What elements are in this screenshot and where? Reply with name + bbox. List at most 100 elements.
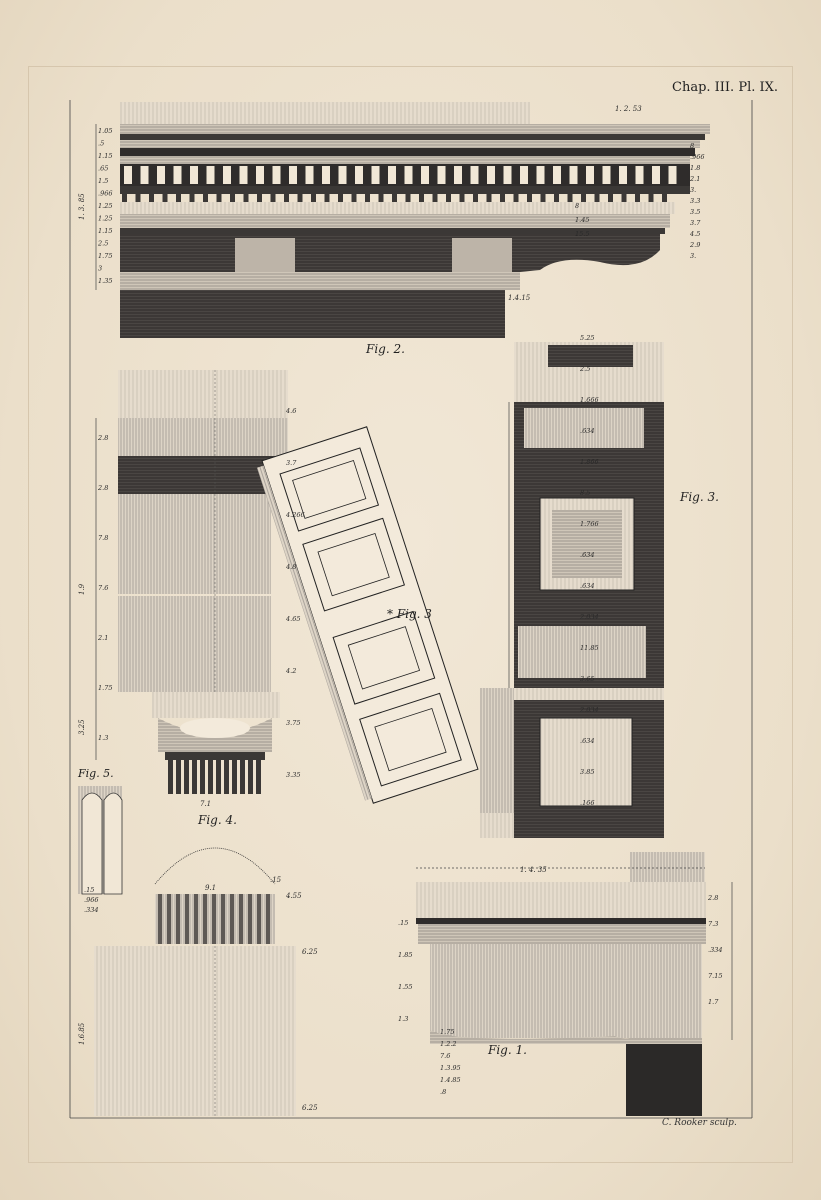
dim-fig4-right-2: 4.266 xyxy=(285,511,305,519)
dim-fig4-left-2: 7.8 xyxy=(98,534,108,542)
fig3-right-caption: Fig. 3. xyxy=(680,490,719,504)
frame-lines xyxy=(69,100,753,1119)
fig1-caption: Fig. 1. xyxy=(488,1043,527,1057)
fig4-caption: Fig. 4. xyxy=(198,813,237,827)
dim-fig3-dims-1: 2.5 xyxy=(579,365,590,373)
dim-fig4-inner: 7.1 xyxy=(200,800,211,808)
dentil-row xyxy=(120,164,690,186)
dim-fig1-right-2: .334 xyxy=(708,946,722,954)
dim-fig4-subtotal: 3.25 xyxy=(78,719,86,735)
dim-fig4-right-0: 4.6 xyxy=(285,407,296,415)
dim-fig2-left-4: 1.5 xyxy=(98,177,108,185)
dim-fig3-dims-4: 1.866 xyxy=(580,458,599,466)
dim-fig2-bottom: 1.4.15 xyxy=(508,294,531,302)
dim-fig2-inner-0: 8 xyxy=(575,202,579,210)
dim-fig1-left-0: .15 xyxy=(398,919,408,927)
dim-fig5-dims-2: .15 xyxy=(84,886,94,894)
dim-fig2-right-10: 3. xyxy=(690,252,696,260)
dim-fig1-bottom-2: 7.6 xyxy=(440,1052,450,1060)
dim-fig2-top: 1. 2. 53 xyxy=(615,105,642,113)
dim-fig5-dims-0: .334 xyxy=(84,906,98,914)
capital-flutes xyxy=(168,760,261,794)
dim-fig2-left-2: 1.15 xyxy=(98,152,112,160)
dim-fig1-top: 1. 4. 35 xyxy=(520,866,547,874)
dim-fig3-dims-11: 3.65 xyxy=(580,675,594,683)
dim-fig3-dims-0: 5.25 xyxy=(580,334,594,342)
dim-fig3-dims-15: .166 xyxy=(580,799,594,807)
dim-fig3-dims-5: 8.5 xyxy=(580,489,590,497)
dim-fig3-dims-10: 11.85 xyxy=(580,644,599,652)
dim-fig2-left-8: 1.15 xyxy=(98,227,112,235)
dim-fig5-dims-1: .966 xyxy=(84,896,98,904)
dim-base-a: 6.25 xyxy=(302,948,318,956)
fig2-caption: Fig. 2. xyxy=(366,342,405,356)
dim-fig4-left-4: 2.1 xyxy=(97,634,108,642)
dim-fig2-left-11: 3 xyxy=(98,265,102,273)
dim-fig1-bottom-0: 1.75 xyxy=(440,1028,454,1036)
dim-fig3-dims-3: .634 xyxy=(580,427,594,435)
fig1-entablature xyxy=(416,852,733,1116)
dim-base-small: .15 xyxy=(270,876,282,884)
dim-fig1-right-1: 7.3 xyxy=(708,920,718,928)
dim-fig2-right-8: 4.5 xyxy=(689,230,700,238)
fig3-soffit-plan xyxy=(256,426,479,804)
dim-fig2-right-5: 3.3 xyxy=(690,197,700,205)
engraver-credit: C. Rooker sculp. xyxy=(662,1118,737,1128)
dim-fig2-right-2: 1.8 xyxy=(690,164,700,172)
dimension-labels: 1. 2. 53 1. 3. 85 1.4.15 1.9 3.25 7.1 9.… xyxy=(78,105,642,1112)
dim-fig4-right-7: 3.35 xyxy=(286,771,300,779)
dim-fig2-right-9: 2.9 xyxy=(689,241,700,249)
dim-fig1-bottom-5: .8 xyxy=(440,1088,446,1096)
dim-fig3-dims-13: .634 xyxy=(580,737,594,745)
dim-fig2-left-1: .5 xyxy=(98,140,104,148)
dim-fig2-left-6: 1.25 xyxy=(98,202,112,210)
column-flutes xyxy=(158,894,270,944)
dim-fig4-left-0: 2.8 xyxy=(97,434,108,442)
dim-fig2-inner-2: 15.5 xyxy=(575,230,589,238)
dim-fig4-left-1: 2.8 xyxy=(97,484,108,492)
dim-fig2-right-4: 3. xyxy=(690,186,696,194)
dim-fig1-right-3: 7.15 xyxy=(708,972,722,980)
dim-base-h: 4.55 xyxy=(285,892,302,900)
dim-fig1-right-0: 2.8 xyxy=(707,894,718,902)
dim-fig3-dims-12: 2.034 xyxy=(579,706,599,714)
dim-fig2-left-0: 1.05 xyxy=(98,127,112,135)
fig5-caption: Fig. 5. xyxy=(78,767,114,780)
dim-fig2-left-7: 1.25 xyxy=(98,215,112,223)
fig3-left-caption: * Fig. 3 xyxy=(387,607,432,621)
fig3-soffit-elevation xyxy=(480,342,664,838)
dim-fig3-dims-8: .634 xyxy=(580,582,594,590)
dim-fig1-right-4: 1.7 xyxy=(708,998,719,1006)
dim-base-total: 1.6.85 xyxy=(78,1022,86,1045)
dim-fig4-total: 1.9 xyxy=(78,583,86,595)
dim-fig2-right-7: 3.7 xyxy=(690,219,701,227)
fig4-pier xyxy=(95,370,288,794)
dim-fig2-left-9: 2.5 xyxy=(97,240,108,248)
dim-fig4-left-5: 1.75 xyxy=(98,684,112,692)
dim-fig1-bottom-4: 1.4.85 xyxy=(440,1076,461,1084)
chapter-plate-label: Chap. III. Pl. IX. xyxy=(672,80,779,95)
fig5-pilaster xyxy=(78,786,123,895)
dim-fig4-left-3: 7.6 xyxy=(98,584,108,592)
dim-fig2-right-6: 3.5 xyxy=(690,208,700,216)
dim-fig3-dims-14: 3.85 xyxy=(580,768,594,776)
dim-fig2-right-3: 2.1 xyxy=(689,175,700,183)
plate-mark xyxy=(28,66,793,1163)
dim-fig2-total: 1. 3. 85 xyxy=(78,193,86,220)
dim-fig4-left-6: 1.3 xyxy=(98,734,108,742)
dim-fig3-dims-7: .634 xyxy=(580,551,594,559)
dim-fig2-left-12: 1.35 xyxy=(98,277,112,285)
dim-fig1-bottom-1: 1.2.2 xyxy=(440,1040,457,1048)
modillion-row xyxy=(122,194,667,202)
dim-fig2-right-0: 8 xyxy=(690,142,694,150)
dim-fig2-right-1: .966 xyxy=(690,153,704,161)
dim-base-width: 9.1 xyxy=(205,884,216,892)
dim-fig3-dims-2: 1.666 xyxy=(580,396,599,404)
dim-fig1-left-3: 1.3 xyxy=(398,1015,408,1023)
dim-fig2-left-3: .65 xyxy=(98,165,108,173)
dim-fig2-inner-1: 1.45 xyxy=(575,216,589,224)
dim-fig4-right-1: 3.7 xyxy=(286,459,297,467)
dim-fig4-right-6: 3.75 xyxy=(286,719,300,727)
